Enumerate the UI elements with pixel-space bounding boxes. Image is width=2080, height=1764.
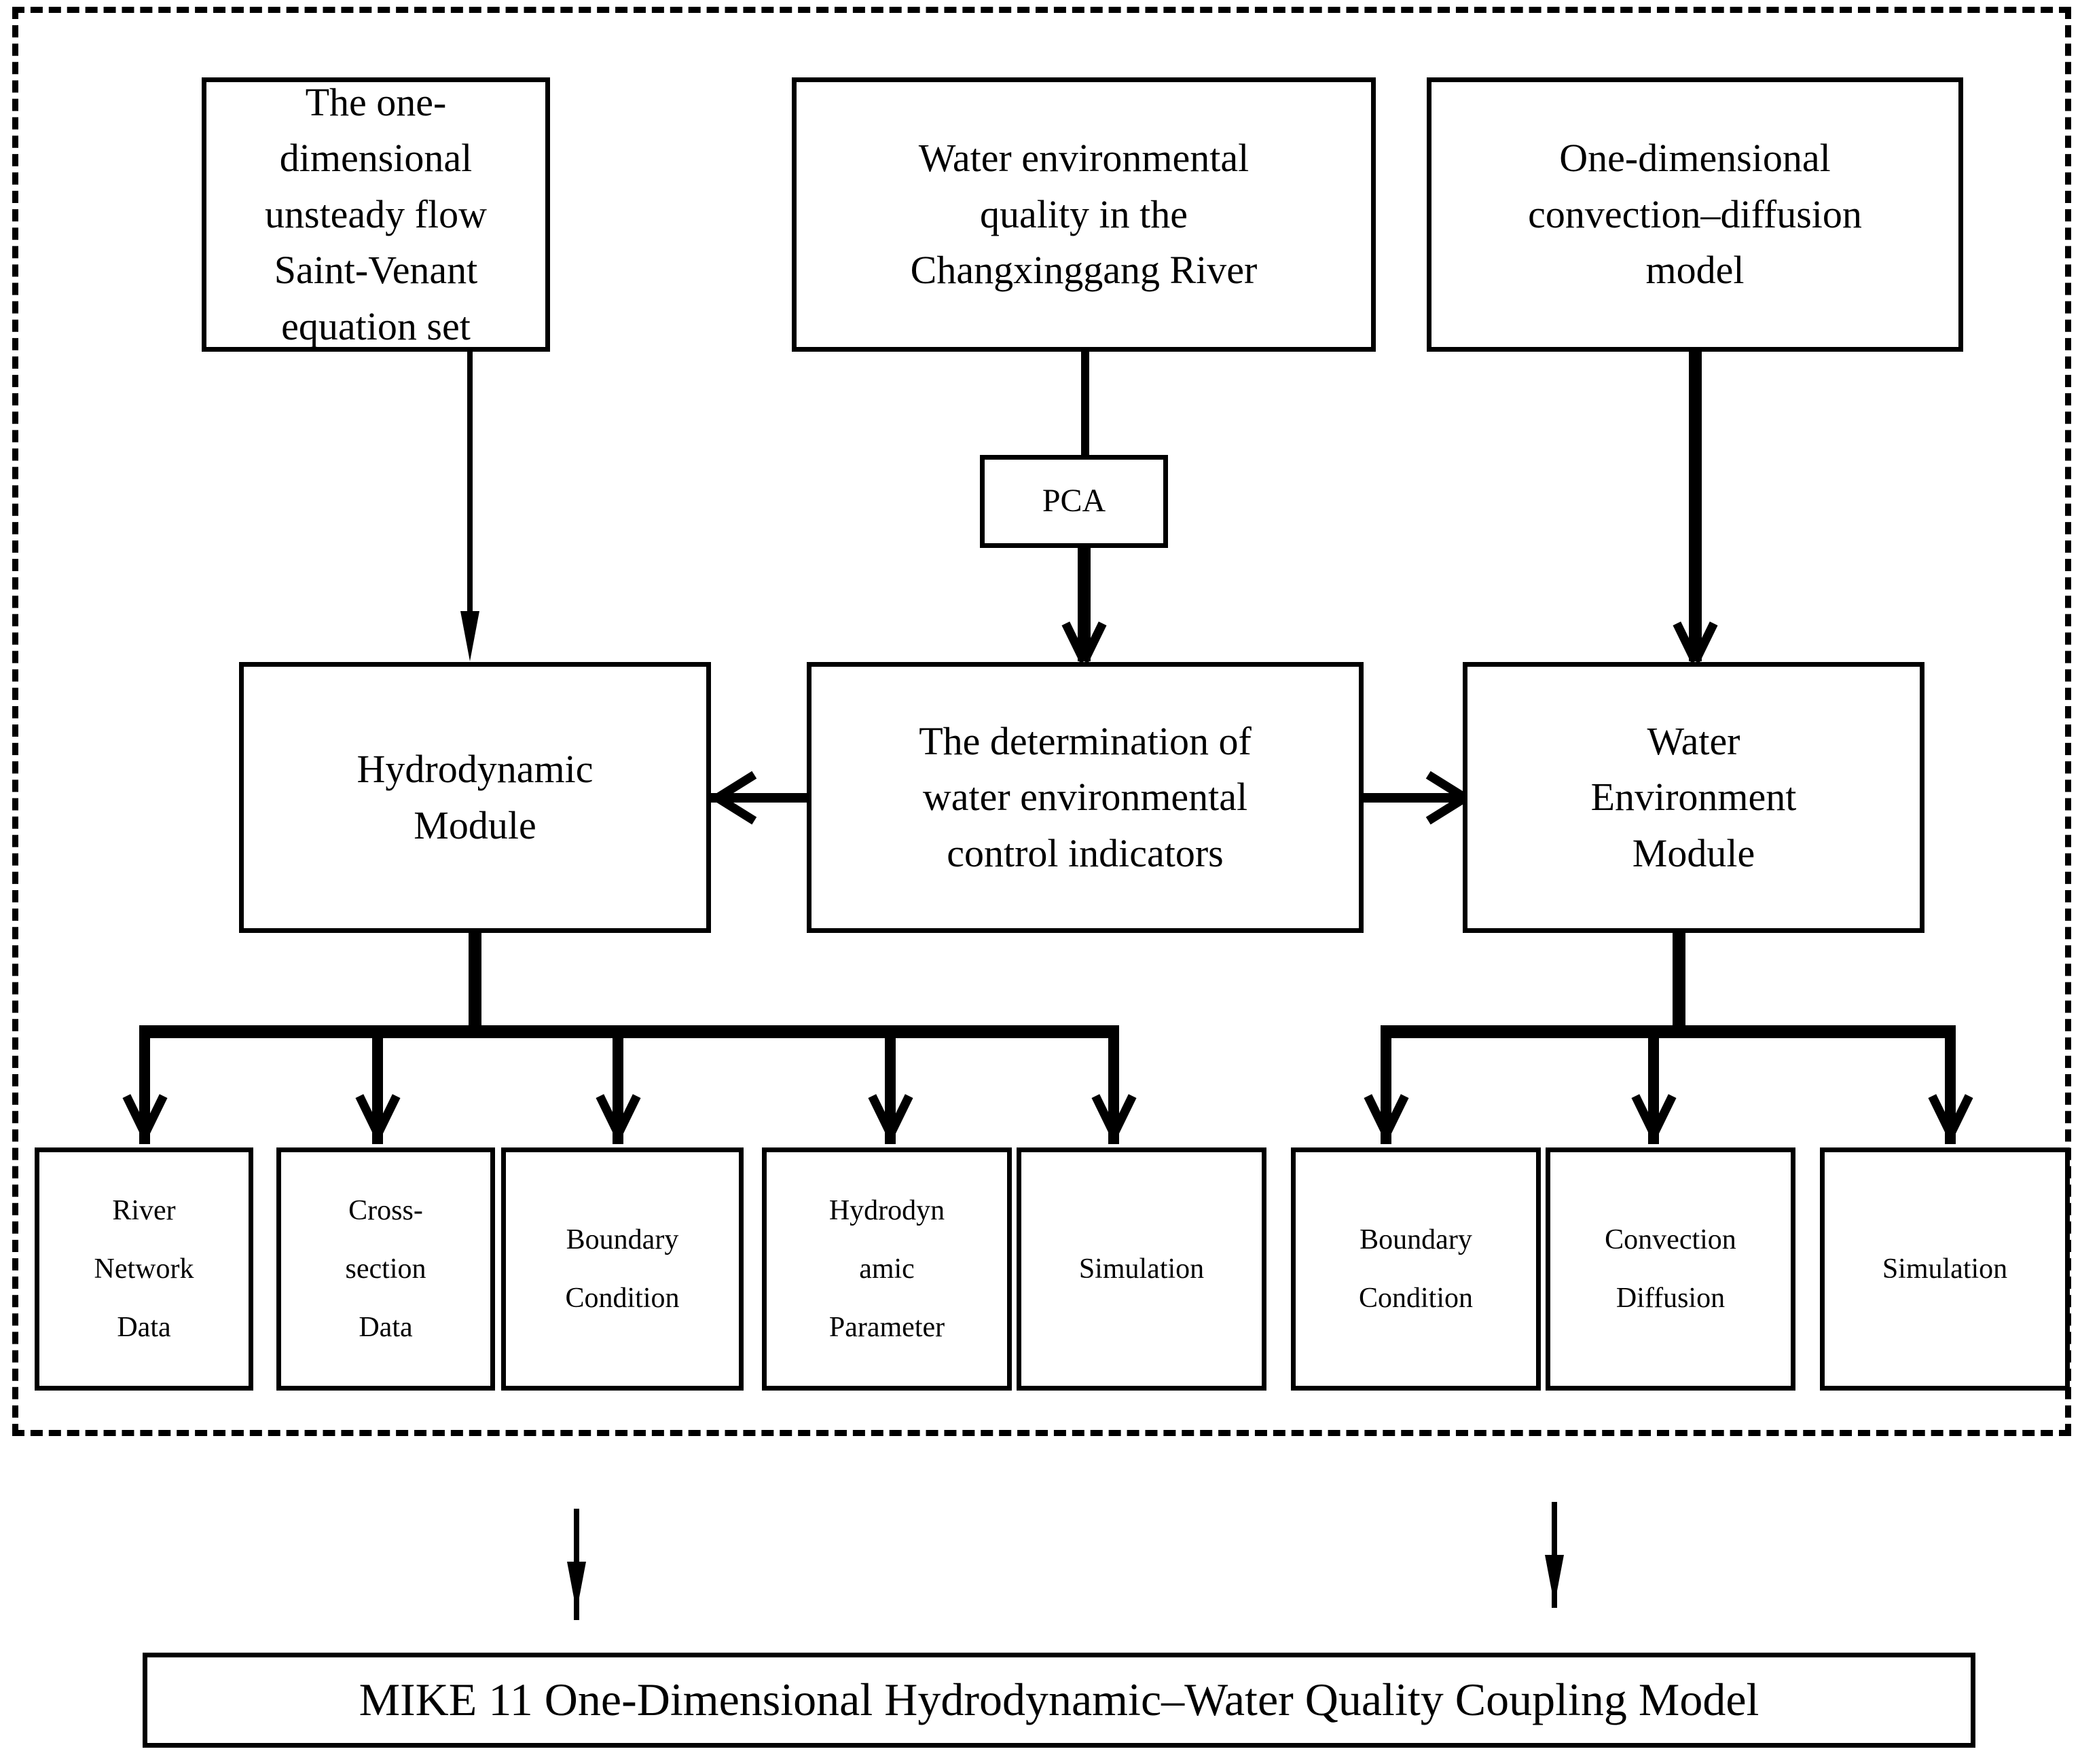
dashed-boundary-frame — [12, 7, 2071, 1436]
box-boundary-condition-hd[interactable]: Boundary Condition — [501, 1147, 744, 1391]
box-water-environment-module[interactable]: Water Environment Module — [1463, 662, 1924, 933]
box-simulation-we-label: Simulation — [1882, 1253, 2008, 1285]
box-mike11-coupling-model-label: MIKE 11 One-Dimensional Hydrodynamic–Wat… — [359, 1674, 1759, 1726]
connector-waterquality-to-pca — [1081, 352, 1089, 463]
box-hydrodynamic-module-label: Hydrodynamic Module — [357, 747, 594, 847]
bus-drop-simulation-hd — [1108, 1025, 1119, 1144]
box-mike11-coupling-model[interactable]: MIKE 11 One-Dimensional Hydrodynamic–Wat… — [143, 1653, 1975, 1748]
bus-drop-boundary-hd — [613, 1025, 623, 1144]
box-river-network-data[interactable]: River Network Data — [35, 1147, 253, 1391]
box-water-quality[interactable]: Water environmental quality in the Chang… — [792, 77, 1376, 352]
box-hydrodynamic-parameter-label: Hydrodyn amic Parameter — [828, 1194, 945, 1344]
box-boundary-condition-we-label: Boundary Condition — [1358, 1224, 1474, 1314]
bus-drop-simulation-we — [1945, 1025, 1956, 1144]
bus-rail-hydrodynamic — [139, 1025, 1119, 1038]
box-convection-diffusion-model-label: One-dimensional convection–diffusion mod… — [1528, 136, 1862, 293]
connector-indicators-to-waterenv — [1364, 793, 1464, 803]
box-saint-venant-label: The one-dimensional unsteady flow Saint-… — [265, 80, 487, 348]
connector-cdmodel-to-watermodule — [1689, 352, 1702, 661]
bus-drop-convection-we — [1648, 1025, 1659, 1144]
box-control-indicators[interactable]: The determination of water environmental… — [807, 662, 1364, 933]
bus-stem-waterenv — [1673, 933, 1685, 1032]
box-hydrodynamic-parameter[interactable]: Hydrodyn amic Parameter — [762, 1147, 1012, 1391]
box-simulation-hd[interactable]: Simulation — [1017, 1147, 1266, 1391]
bus-rail-waterenv — [1381, 1025, 1956, 1038]
box-pca-label: PCA — [1042, 483, 1106, 519]
box-water-environment-module-label: Water Environment Module — [1590, 718, 1797, 875]
box-saint-venant[interactable]: The one-dimensional unsteady flow Saint-… — [202, 77, 550, 352]
box-convection-diffusion-we[interactable]: Convection Diffusion — [1546, 1147, 1795, 1391]
arrowhead-saintvenant-to-hydrodynamic — [460, 611, 479, 661]
bus-drop-cross-section — [372, 1025, 383, 1144]
arrowhead-left-to-mike11 — [567, 1562, 586, 1612]
box-river-network-data-label: River Network Data — [94, 1194, 194, 1344]
bus-drop-river-network — [139, 1025, 150, 1144]
box-simulation-we[interactable]: Simulation — [1820, 1147, 2070, 1391]
box-boundary-condition-hd-label: Boundary Condition — [565, 1224, 680, 1314]
connector-saintvenant-to-hydrodynamic — [467, 352, 473, 625]
connector-indicators-to-hydrodynamic — [711, 793, 809, 803]
bus-drop-hd-parameter — [885, 1025, 896, 1144]
box-convection-diffusion-we-label: Convection Diffusion — [1605, 1224, 1736, 1314]
box-cross-section-data[interactable]: Cross- section Data — [276, 1147, 495, 1391]
bus-stem-hydrodynamic — [469, 933, 481, 1032]
box-boundary-condition-we[interactable]: Boundary Condition — [1291, 1147, 1541, 1391]
box-simulation-hd-label: Simulation — [1078, 1253, 1205, 1285]
bus-drop-boundary-we — [1381, 1025, 1391, 1144]
box-convection-diffusion-model[interactable]: One-dimensional convection–diffusion mod… — [1427, 77, 1963, 352]
connector-pca-to-indicators — [1078, 545, 1091, 661]
arrowhead-right-to-mike11 — [1545, 1555, 1564, 1605]
box-water-quality-label: Water environmental quality in the Chang… — [910, 136, 1258, 293]
box-control-indicators-label: The determination of water environmental… — [919, 718, 1252, 875]
box-cross-section-data-label: Cross- section Data — [345, 1194, 426, 1344]
box-hydrodynamic-module[interactable]: Hydrodynamic Module — [239, 662, 711, 933]
box-pca[interactable]: PCA — [980, 455, 1168, 548]
